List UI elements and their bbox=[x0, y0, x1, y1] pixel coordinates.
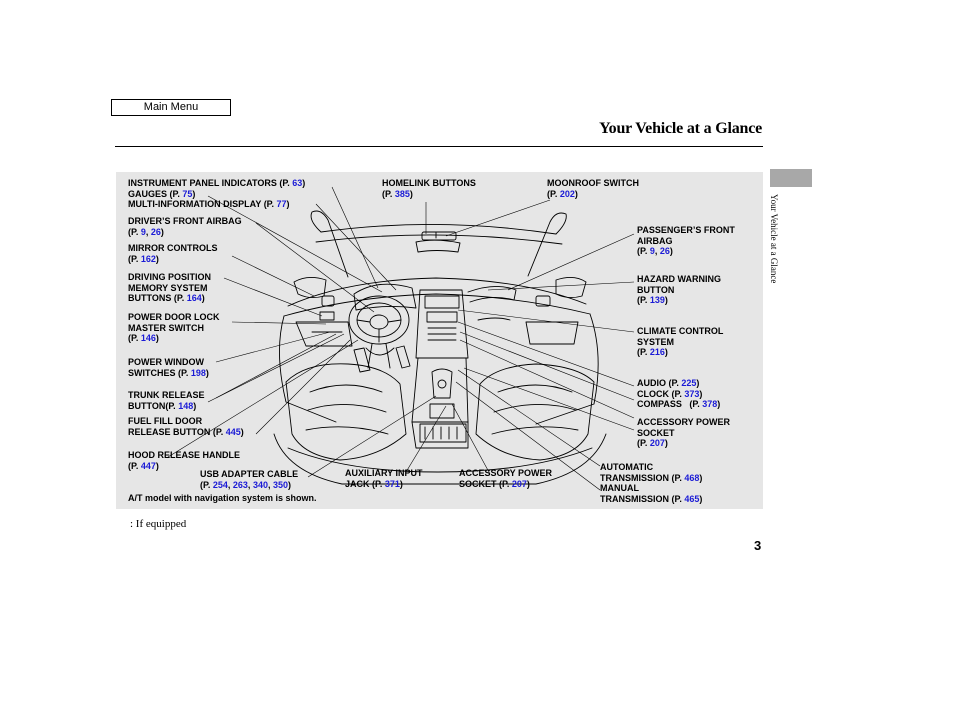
diagram-note: A/T model with navigation system is show… bbox=[128, 493, 317, 503]
label-climate-control-system: CLIMATE CONTROL SYSTEM (P. 216) bbox=[637, 326, 724, 357]
label-moonroof-switch: MOONROOF SWITCH (P. 202) bbox=[547, 178, 639, 199]
page-link-202[interactable]: 202 bbox=[559, 188, 575, 199]
page-link-148[interactable]: 148 bbox=[178, 400, 194, 411]
page-link-263[interactable]: 263 bbox=[232, 479, 248, 490]
label-usb-adapter: USB ADAPTER CABLE (P. 254, 263, 340, 350… bbox=[200, 469, 299, 490]
label-mirror-controls: MIRROR CONTROLS (P. 162) bbox=[128, 243, 218, 264]
page-link-465[interactable]: 465 bbox=[684, 493, 700, 504]
page-number: 3 bbox=[754, 538, 762, 553]
page-link-146[interactable]: 146 bbox=[140, 333, 156, 343]
side-section-text: Your Vehicle at a Glance bbox=[769, 194, 779, 284]
page-link-207[interactable]: 207 bbox=[511, 478, 527, 489]
page-link-63[interactable]: 63 bbox=[292, 178, 303, 188]
label-instrument-panel-indicators: INSTRUMENT PANEL INDICATORS (P. 63) GAUG… bbox=[128, 178, 306, 209]
page-link-225[interactable]: 225 bbox=[681, 378, 697, 388]
label-drivers-front-airbag: DRIVER’S FRONT AIRBAG (P. 9, 26) bbox=[128, 216, 242, 237]
label-driving-position-memory: DRIVING POSITION MEMORY SYSTEM BUTTONS (… bbox=[128, 272, 212, 303]
page-link-385[interactable]: 385 bbox=[394, 188, 410, 199]
leader-lines bbox=[167, 186, 635, 491]
label-hood-release: HOOD RELEASE HANDLE (P. 447) bbox=[128, 450, 241, 471]
page-link-468[interactable]: 468 bbox=[684, 472, 700, 483]
car-interior-drawing bbox=[273, 210, 607, 485]
page-link-378[interactable]: 378 bbox=[702, 399, 718, 409]
page-link-26-passenger[interactable]: 26 bbox=[659, 246, 670, 256]
interior-diagram bbox=[167, 186, 635, 491]
page-link-198[interactable]: 198 bbox=[190, 367, 206, 378]
page-link-9[interactable]: 9 bbox=[140, 226, 146, 237]
page-link-9-passenger[interactable]: 9 bbox=[649, 246, 655, 256]
footnote-if-equipped: : If equipped bbox=[130, 518, 187, 530]
page-link-340[interactable]: 340 bbox=[252, 479, 268, 490]
page-link-254[interactable]: 254 bbox=[212, 479, 228, 490]
label-auxiliary-input: AUXILIARY INPUT JACK (P. 371) bbox=[345, 468, 423, 489]
page-link-139[interactable]: 139 bbox=[649, 295, 665, 305]
page-link-77[interactable]: 77 bbox=[276, 199, 287, 209]
label-passengers-front-airbag: PASSENGER’S FRONT AIRBAG (P. 9, 26) bbox=[637, 225, 735, 256]
label-power-window-switches: POWER WINDOW SWITCHES (P. 198) bbox=[128, 357, 209, 378]
page-link-216[interactable]: 216 bbox=[649, 347, 665, 357]
page-link-26[interactable]: 26 bbox=[150, 226, 161, 237]
label-accessory-power-socket-dash: ACCESSORY POWER SOCKET (P. 207) bbox=[637, 417, 731, 448]
page-title: Your Vehicle at a Glance bbox=[599, 120, 762, 137]
label-homelink-buttons: HOMELINK BUTTONS (P. 385) bbox=[382, 178, 476, 199]
page-link-207-dash[interactable]: 207 bbox=[649, 438, 665, 448]
page-link-162[interactable]: 162 bbox=[140, 253, 156, 264]
page-link-445[interactable]: 445 bbox=[225, 426, 241, 437]
page-link-447[interactable]: 447 bbox=[140, 460, 156, 471]
label-accessory-power-socket-console: ACCESSORY POWER SOCKET (P. 207) bbox=[459, 468, 553, 489]
page-link-350[interactable]: 350 bbox=[272, 479, 289, 490]
page-link-164[interactable]: 164 bbox=[186, 293, 202, 303]
page-link-373[interactable]: 373 bbox=[684, 388, 700, 399]
page-link-75[interactable]: 75 bbox=[182, 188, 193, 199]
section-tab bbox=[770, 169, 812, 187]
side-section-label: Your Vehicle at a Glance bbox=[767, 194, 781, 324]
label-power-door-lock: POWER DOOR LOCK MASTER SWITCH (P. 146) bbox=[128, 312, 220, 343]
page-link-371[interactable]: 371 bbox=[384, 478, 400, 489]
main-menu-button[interactable]: Main Menu bbox=[111, 99, 231, 116]
diagram-background bbox=[116, 172, 763, 509]
title-divider bbox=[115, 146, 763, 147]
label-hazard-warning-button: HAZARD WARNING BUTTON (P. 139) bbox=[637, 274, 721, 305]
label-audio-clock-compass: AUDIO (P. 225) CLOCK (P. 373) COMPASS (P… bbox=[637, 378, 721, 409]
label-trunk-release: TRUNK RELEASE BUTTON(P. 148) bbox=[128, 390, 205, 411]
label-fuel-fill-door: FUEL FILL DOOR RELEASE BUTTON (P. 445) bbox=[128, 416, 244, 437]
label-automatic-manual-transmission: AUTOMATIC TRANSMISSION (P. 468) MANUAL T… bbox=[600, 462, 703, 504]
